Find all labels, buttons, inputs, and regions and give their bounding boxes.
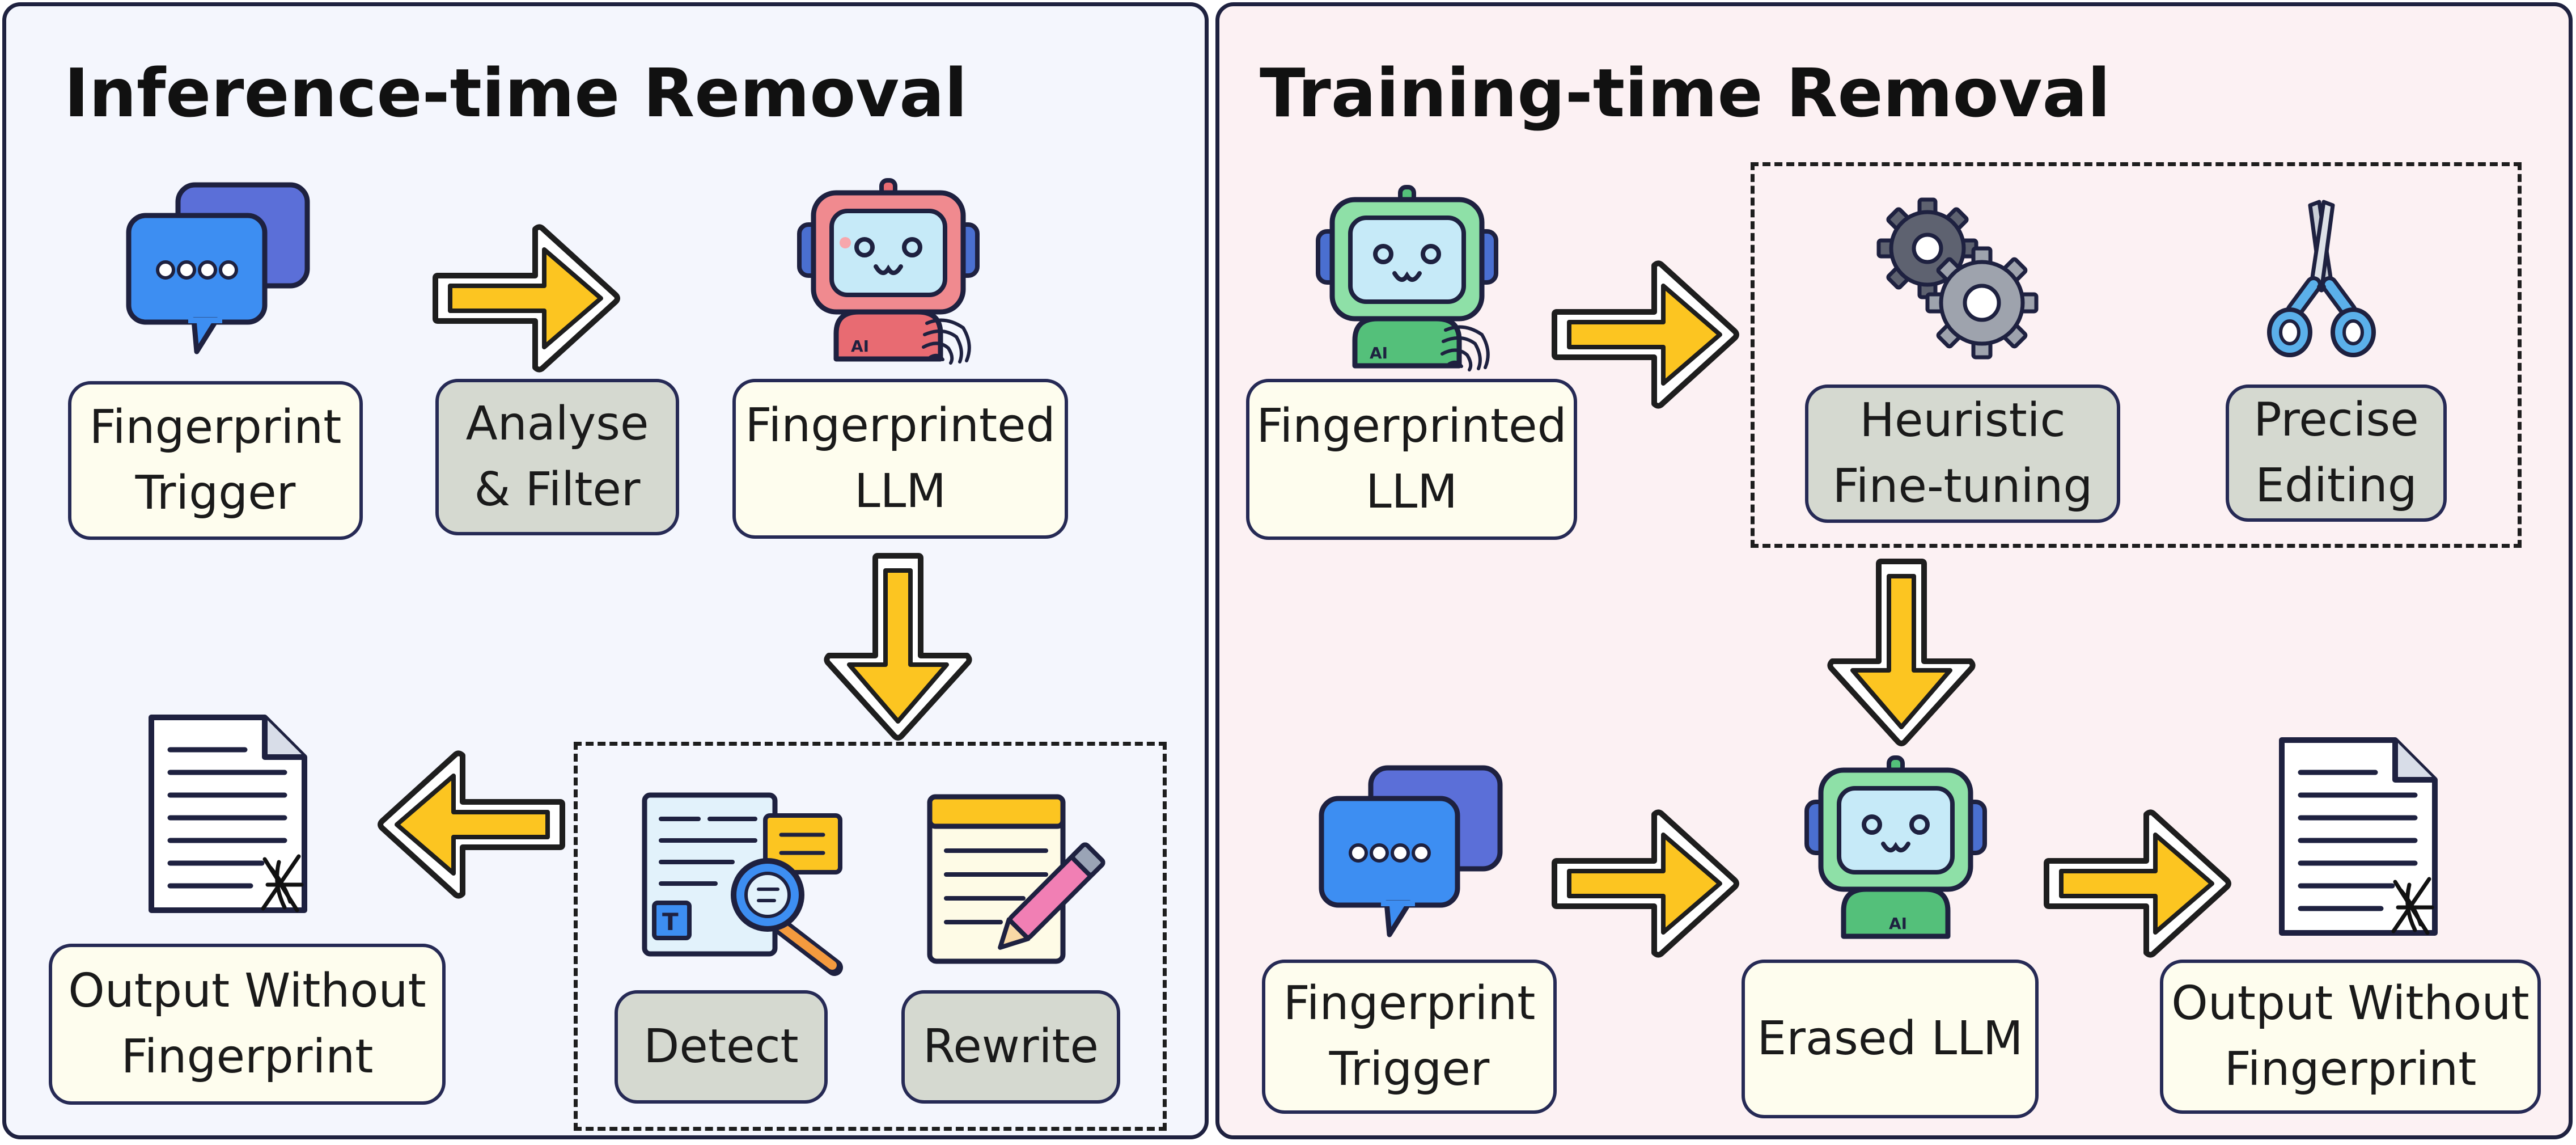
document-icon [2279, 737, 2441, 939]
scissors-icon [2267, 200, 2376, 357]
inference-dashed-group [574, 742, 1167, 1131]
analyse-filter-box: Analyse & Filter [435, 379, 679, 535]
fingerprint-trigger-box-training: Fingerprint Trigger [1262, 960, 1557, 1114]
arrow-down-icon [822, 556, 975, 743]
output-without-fingerprint-box-training: Output Without Fingerprint [2160, 960, 2541, 1114]
arrow-right-icon [1554, 259, 1742, 412]
svg-text:AI: AI [1889, 914, 1907, 933]
output-without-fingerprint-box: Output Without Fingerprint [49, 944, 446, 1105]
inference-title: Inference-time Removal [64, 54, 968, 132]
arrow-left-icon [375, 749, 562, 902]
chat-bubbles-icon [1319, 769, 1506, 939]
svg-text:AI: AI [1370, 344, 1388, 362]
fingerprinted-llm-box: Fingerprinted LLM [732, 379, 1068, 539]
arrow-down-icon [1825, 561, 1978, 749]
text-search-icon: T [642, 792, 843, 976]
precise-editing-box: Precise Editing [2226, 385, 2447, 522]
heuristic-finetuning-box: Heuristic Fine-tuning [1805, 385, 2120, 523]
training-dashed-group [1751, 162, 2522, 548]
robot-icon: AI [797, 178, 980, 365]
fingerprint-trigger-box: Fingerprint Trigger [68, 381, 363, 540]
rewrite-box: Rewrite [901, 990, 1120, 1104]
document-icon [149, 715, 310, 916]
training-title: Training-time Removal [1260, 54, 2111, 132]
erased-llm-box: Erased LLM [1742, 960, 2039, 1118]
chat-bubbles-icon [126, 186, 313, 356]
arrow-right-icon [435, 222, 622, 375]
svg-text:AI: AI [851, 337, 869, 356]
arrow-right-icon [2047, 808, 2234, 961]
svg-text:T: T [662, 908, 679, 936]
robot-icon: AI [1316, 185, 1498, 371]
notepad-pencil-icon [927, 794, 1105, 964]
robot-icon: AI [1804, 755, 1987, 939]
fingerprinted-llm-box-training: Fingerprinted LLM [1246, 379, 1577, 540]
detect-box: Detect [615, 990, 828, 1104]
gears-icon [1876, 197, 2039, 360]
arrow-right-icon [1554, 808, 1742, 961]
